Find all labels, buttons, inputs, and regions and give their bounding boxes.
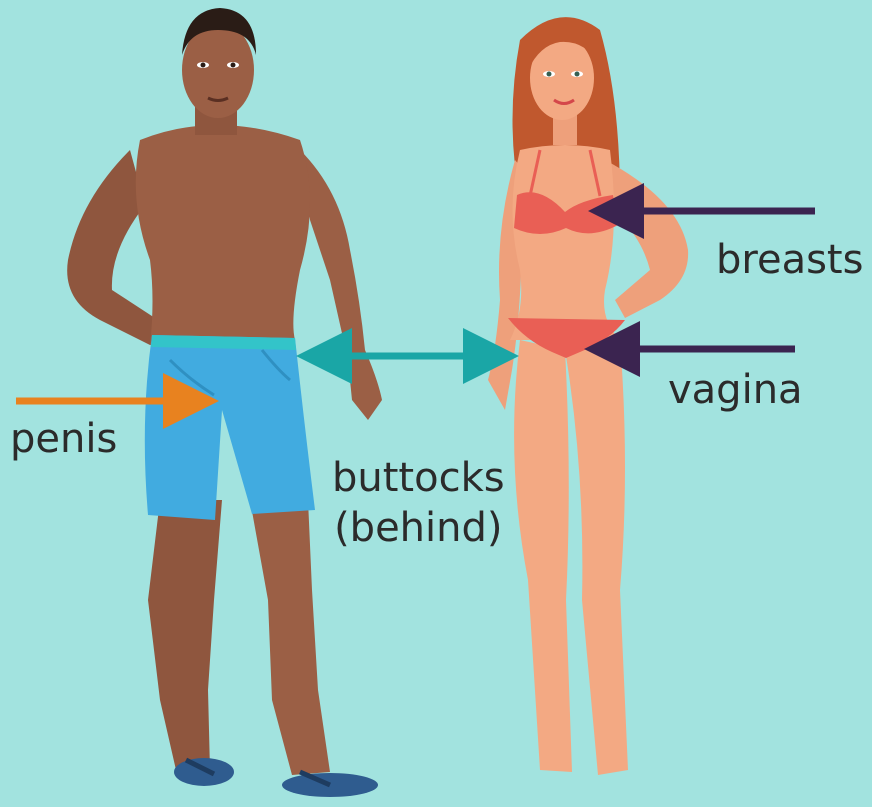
male-right-leg <box>250 500 330 775</box>
male-shorts <box>145 335 315 520</box>
female-figure <box>488 17 688 775</box>
female-right-leg <box>565 340 628 775</box>
vagina-label: vagina <box>668 365 803 415</box>
male-right-arm <box>300 150 382 420</box>
penis-label: penis <box>10 414 117 464</box>
female-torso <box>510 145 620 340</box>
breasts-label: breasts <box>716 235 863 285</box>
female-left-leg <box>514 340 572 772</box>
male-left-flipflop <box>174 758 234 786</box>
buttocks-label: buttocks (behind) <box>332 453 505 553</box>
male-left-leg <box>148 500 222 770</box>
buttocks-label-line1: buttocks <box>332 453 505 503</box>
male-torso <box>136 125 310 345</box>
buttocks-label-line2: (behind) <box>332 503 505 553</box>
female-right-arm <box>600 160 688 318</box>
